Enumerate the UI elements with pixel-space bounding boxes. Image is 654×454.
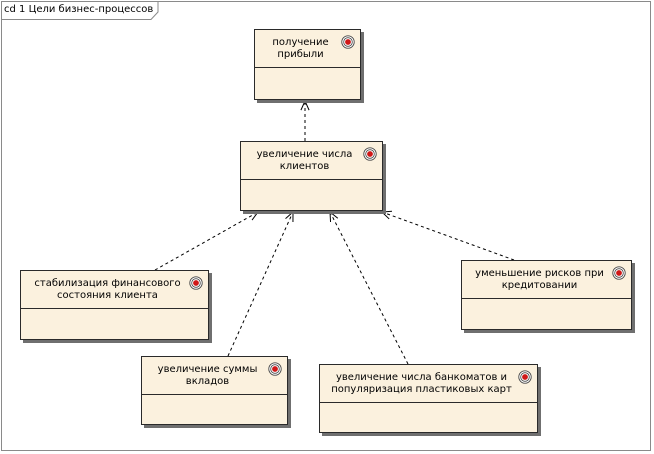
node-label: получение прибыли: [255, 30, 360, 68]
goal-node-risks[interactable]: уменьшение рисков при кредитовании: [461, 260, 632, 330]
goal-target-icon: [612, 266, 626, 280]
node-label: увеличение числа клиентов: [241, 142, 382, 180]
arrowhead: [285, 210, 294, 223]
goal-target-icon: [518, 370, 532, 384]
arrowhead: [329, 210, 339, 223]
arrowhead: [380, 210, 393, 220]
node-label: стабилизация финансового состояния клиен…: [21, 271, 208, 309]
goal-node-atms[interactable]: увеличение числа банкоматов и популяриза…: [319, 364, 538, 433]
node-label: увеличение числа банкоматов и популяриза…: [320, 365, 537, 403]
dependency-line[interactable]: [154, 211, 259, 271]
goal-node-clients[interactable]: увеличение числа клиентов: [240, 141, 383, 211]
goal-target-icon: [341, 35, 355, 49]
goal-node-stabilization[interactable]: стабилизация финансового состояния клиен…: [20, 270, 209, 340]
dependency-line[interactable]: [381, 211, 515, 261]
goal-target-icon: [189, 276, 203, 290]
frame-tab-shape: [1, 1, 159, 20]
arrowhead: [300, 99, 310, 111]
frame-label: cd 1 Цели бизнес-процессов: [4, 4, 154, 15]
goal-node-profit[interactable]: получение прибыли: [254, 29, 361, 100]
dependency-line[interactable]: [227, 211, 294, 357]
dependency-line[interactable]: [329, 211, 409, 365]
goal-target-icon: [363, 147, 377, 161]
node-label: увеличение суммы вкладов: [142, 357, 287, 395]
node-label: уменьшение рисков при кредитовании: [462, 261, 631, 299]
goal-node-deposits[interactable]: увеличение суммы вкладов: [141, 356, 288, 425]
goal-target-icon: [268, 362, 282, 376]
arrowhead: [247, 211, 260, 221]
